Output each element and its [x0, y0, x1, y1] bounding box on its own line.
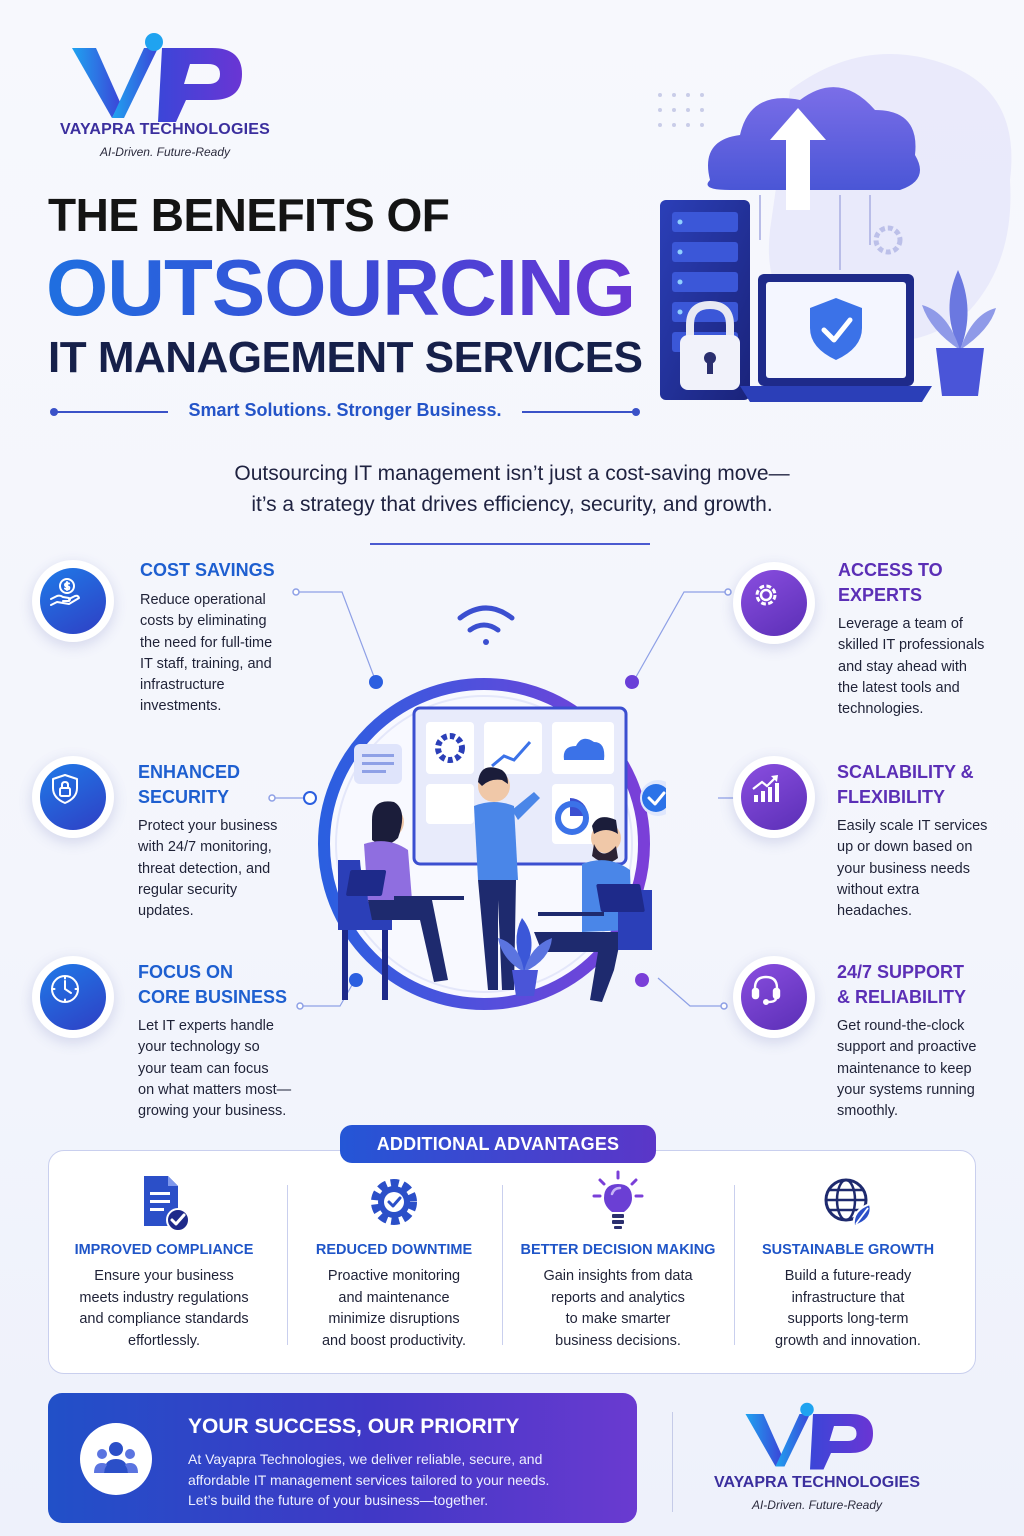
benefit-support-reliability: 24/7 SUPPORT & RELIABILITY Get round-the…: [837, 960, 1017, 1122]
advantages-panel: [48, 1150, 976, 1374]
hero-illustration: [658, 54, 1012, 402]
growth-chart-icon: [752, 775, 779, 802]
security-icon-circle: [32, 756, 114, 838]
footer-text: At Vayapra Technologies, we deliver reli…: [188, 1451, 550, 1508]
footer-brand-name: VAYAPRA TECHNOLOGIES: [714, 1474, 920, 1491]
woman-figure: [338, 801, 464, 1000]
wifi-icon: [457, 605, 515, 645]
team-illustration: [303, 605, 666, 1010]
gear-check-icon: [371, 1179, 417, 1225]
benefit-scalability-flexibility: SCALABILITY & FLEXIBILITY Easily scale I…: [837, 760, 1017, 922]
brand-name: VAYAPRA TECHNOLOGIES: [60, 121, 270, 138]
intro-text: Outsourcing IT management isn’t just a c…: [234, 462, 790, 516]
intro-divider: [370, 543, 650, 545]
clock-icon: [51, 975, 79, 1003]
plant-icon: [922, 270, 996, 396]
headset-icon: [751, 975, 781, 1005]
advantages-heading: ADDITIONAL ADVANTAGES: [340, 1125, 656, 1163]
footer-brand-tagline: AI-Driven. Future-Ready: [751, 1498, 883, 1512]
globe-leaf-icon: [824, 1178, 872, 1228]
divider: [734, 1185, 735, 1345]
footer-title: YOUR SUCCESS, OUR PRIORITY: [188, 1415, 520, 1438]
padlock-icon: [680, 300, 740, 390]
dashboard-board: [412, 706, 628, 866]
footer-divider: [672, 1412, 673, 1512]
small-gear-icon: [873, 225, 903, 255]
man-sitting-figure: [534, 817, 652, 1002]
focus-icon-circle: [32, 956, 114, 1038]
tagline-row: Smart Solutions. Stronger Business.: [50, 400, 640, 424]
advantage-better-decision-making: BETTER DECISION MAKING Gain insights fro…: [508, 1170, 728, 1352]
lightbulb-icon: [592, 1170, 644, 1229]
center-plant-icon: [498, 918, 552, 996]
title-line-2: OUTSOURCING: [46, 243, 636, 332]
divider: [502, 1185, 503, 1345]
benefit-focus-core-business: FOCUS ON CORE BUSINESS Let IT experts ha…: [138, 960, 313, 1122]
team-icon: [94, 1442, 138, 1473]
brand-tagline: AI-Driven. Future-Ready: [99, 145, 231, 159]
footer-brand-logo-icon: [745, 1402, 873, 1470]
shield-lock-icon: [52, 774, 78, 804]
cloud-upload-icon: [707, 87, 920, 210]
man-standing-figure: [474, 767, 540, 990]
gear-icon: [755, 584, 777, 606]
title-line-3: IT MANAGEMENT SERVICES: [48, 333, 643, 382]
benefit-title: COST SAVINGS: [140, 560, 275, 580]
experts-icon-circle: [733, 562, 815, 644]
brand-logo-icon: [72, 33, 242, 122]
cost-savings-icon-circle: [32, 560, 114, 642]
laptop: [740, 274, 932, 402]
scalability-icon-circle: [733, 756, 815, 838]
divider: [287, 1185, 288, 1345]
team-icon-circle: [80, 1423, 152, 1495]
hero-tagline: Smart Solutions. Stronger Business.: [188, 400, 502, 420]
advantage-improved-compliance: IMPROVED COMPLIANCE Ensure your business…: [54, 1170, 274, 1352]
title-line-1: THE BENEFITS OF: [48, 189, 450, 241]
success-banner: YOUR SUCCESS, OUR PRIORITY At Vayapra Te…: [48, 1393, 637, 1523]
dollar-hand-icon: [50, 578, 80, 606]
support-icon-circle: [733, 956, 815, 1038]
document-check-icon: [144, 1176, 190, 1232]
connector-lines: [268, 588, 756, 1010]
